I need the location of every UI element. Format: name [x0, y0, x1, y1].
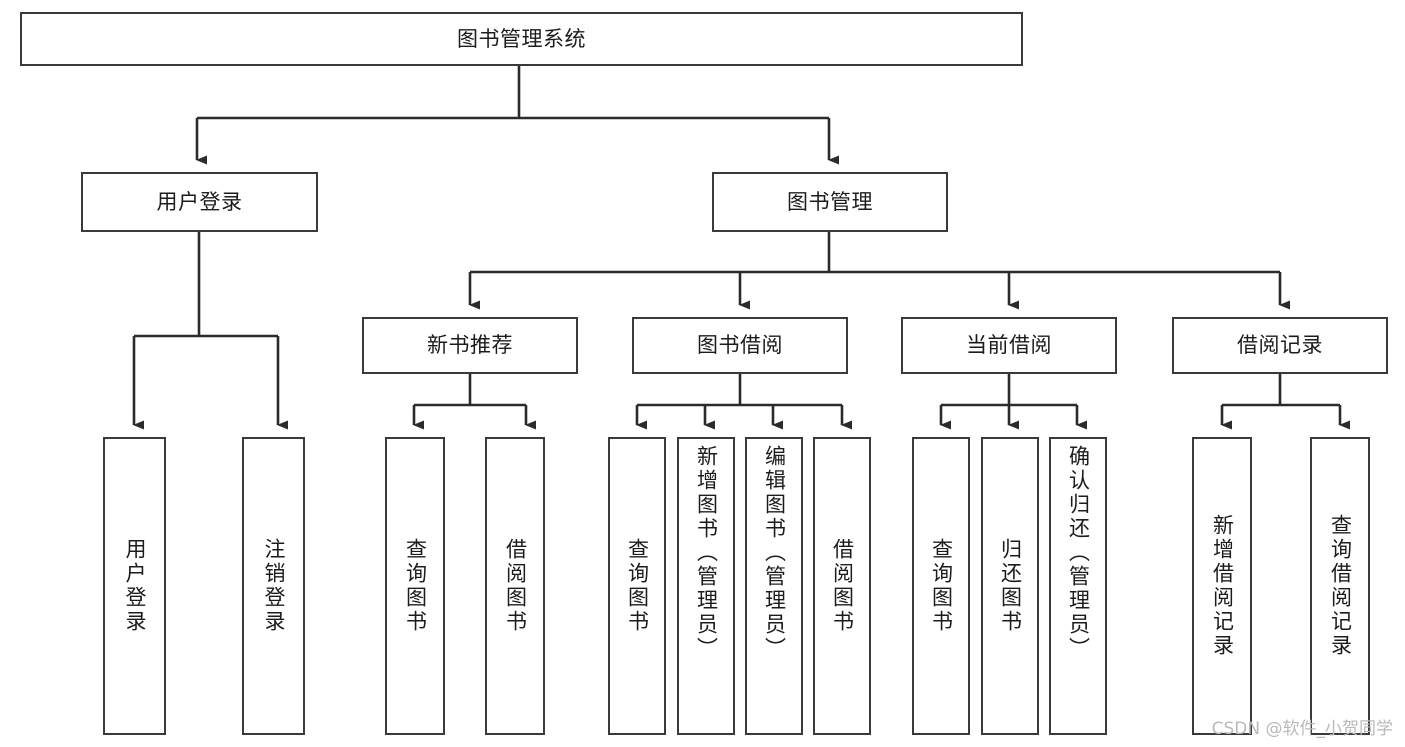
node-leaf-edit-book-admin-label: 编辑图书（管理员） — [762, 445, 787, 661]
node-leaf-user-login-label: 用户登录 — [123, 538, 147, 634]
node-leaf-query-borrow-record[interactable]: 查询借阅记录 — [1310, 437, 1370, 735]
node-leaf-borrow-book-2-label: 借阅图书 — [830, 538, 855, 634]
node-book-borrow-label: 图书借阅 — [697, 333, 783, 358]
node-leaf-query-book-3-label: 查询图书 — [929, 538, 954, 634]
node-leaf-add-borrow-record-label: 新增借阅记录 — [1210, 514, 1235, 658]
node-leaf-query-book-2-label: 查询图书 — [625, 538, 650, 634]
node-leaf-query-book-1-label: 查询图书 — [403, 538, 428, 634]
node-borrow-record-label: 借阅记录 — [1237, 333, 1323, 358]
node-root-label: 图书管理系统 — [457, 26, 586, 51]
node-leaf-borrow-book-1[interactable]: 借阅图书 — [485, 437, 545, 735]
node-book-management-label: 图书管理 — [787, 189, 873, 214]
node-leaf-logout-login-label: 注销登录 — [262, 538, 286, 634]
node-leaf-confirm-return-admin-label: 确认归还（管理员） — [1066, 445, 1091, 661]
node-root[interactable]: 图书管理系统 — [20, 12, 1023, 66]
node-leaf-query-book-1[interactable]: 查询图书 — [385, 437, 445, 735]
node-leaf-add-borrow-record[interactable]: 新增借阅记录 — [1192, 437, 1252, 735]
node-borrow-record[interactable]: 借阅记录 — [1172, 317, 1388, 374]
node-book-borrow[interactable]: 图书借阅 — [632, 317, 848, 374]
node-current-borrow[interactable]: 当前借阅 — [901, 317, 1117, 374]
node-leaf-borrow-book-2[interactable]: 借阅图书 — [813, 437, 871, 735]
node-leaf-query-book-3[interactable]: 查询图书 — [912, 437, 970, 735]
node-leaf-borrow-book-1-label: 借阅图书 — [503, 538, 528, 634]
node-leaf-user-login[interactable]: 用户登录 — [103, 437, 166, 735]
node-leaf-add-book-admin-label: 新增图书（管理员） — [694, 445, 719, 661]
node-leaf-logout-login[interactable]: 注销登录 — [242, 437, 305, 735]
node-new-book-recommend-label: 新书推荐 — [427, 333, 513, 358]
node-leaf-return-book[interactable]: 归还图书 — [981, 437, 1039, 735]
node-current-borrow-label: 当前借阅 — [966, 333, 1052, 358]
node-leaf-add-book-admin[interactable]: 新增图书（管理员） — [677, 437, 735, 735]
node-user-login-label: 用户登录 — [156, 189, 243, 214]
node-leaf-confirm-return-admin[interactable]: 确认归还（管理员） — [1049, 437, 1107, 735]
node-leaf-query-book-2[interactable]: 查询图书 — [608, 437, 666, 735]
node-new-book-recommend[interactable]: 新书推荐 — [362, 317, 578, 374]
node-user-login[interactable]: 用户登录 — [81, 172, 318, 232]
node-leaf-return-book-label: 归还图书 — [998, 538, 1023, 634]
node-book-management[interactable]: 图书管理 — [712, 172, 948, 232]
node-leaf-edit-book-admin[interactable]: 编辑图书（管理员） — [745, 437, 803, 735]
csdn-watermark: CSDN @软件_小贺同学 — [1211, 719, 1393, 739]
node-leaf-query-borrow-record-label: 查询借阅记录 — [1328, 514, 1353, 658]
